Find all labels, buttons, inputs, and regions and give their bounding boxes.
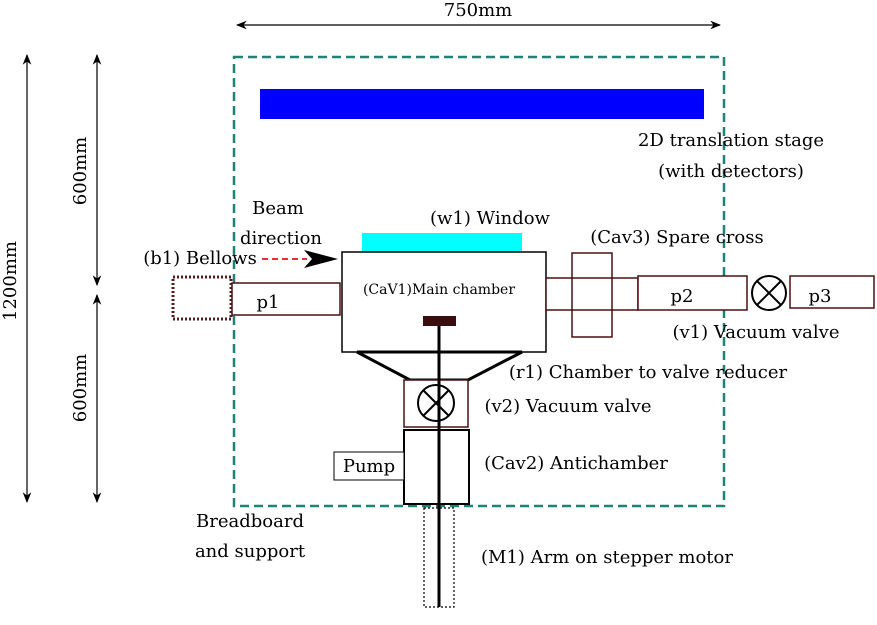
beam-label-line2: direction (240, 228, 322, 249)
spare-cross-label: (Cav3) Spare cross (590, 227, 763, 248)
pipe-p1 (231, 282, 341, 316)
stepper-arm-housing (423, 507, 455, 608)
vacuum-valve-v2-icon (417, 384, 455, 422)
vacuum-valve-v1-icon (751, 275, 787, 311)
lower-height-dimension-label: 600mm (70, 354, 91, 423)
pipe-p3-label: p3 (809, 286, 832, 307)
sample-holder (423, 316, 456, 326)
width-dimension-label: 750mm (444, 0, 513, 21)
pipe-p2-label: p2 (671, 286, 694, 307)
valve-v1-label: (v1) Vacuum valve (672, 322, 839, 343)
spare-cross (571, 252, 613, 338)
reducer-label: (r1) Chamber to valve reducer (509, 362, 788, 383)
translation-stage (260, 89, 704, 119)
pipe-p1-label: p1 (257, 292, 280, 313)
pipe-to-cross (545, 277, 639, 311)
window (362, 233, 522, 252)
pipe-p3 (789, 275, 875, 309)
breadboard-label-line2: and support (195, 541, 306, 562)
arm-label: (M1) Arm on stepper motor (481, 547, 733, 568)
antichamber (403, 429, 470, 505)
upper-height-dimension-label: 600mm (70, 137, 91, 206)
antichamber-label: (Cav2) Antichamber (484, 453, 668, 474)
beam-label-line1: Beam (252, 198, 304, 219)
valve-v2-label: (v2) Vacuum valve (484, 396, 651, 417)
window-label: (w1) Window (430, 208, 551, 229)
pump-box (333, 451, 405, 481)
stage-label-line2: (with detectors) (658, 161, 804, 182)
bellows-label: (b1) Bellows (143, 248, 257, 269)
breadboard-label-line1: Breadboard (196, 511, 304, 532)
main-chamber (341, 251, 547, 353)
stage-label-line1: 2D translation stage (638, 130, 824, 151)
total-height-dimension-label: 1200mm (0, 241, 21, 321)
pipe-p2 (637, 275, 748, 311)
main-chamber-label: (CaV1)Main chamber (363, 282, 515, 298)
bellows (171, 275, 233, 321)
beam-arrow-head (304, 250, 338, 268)
pump-label: Pump (343, 456, 395, 477)
